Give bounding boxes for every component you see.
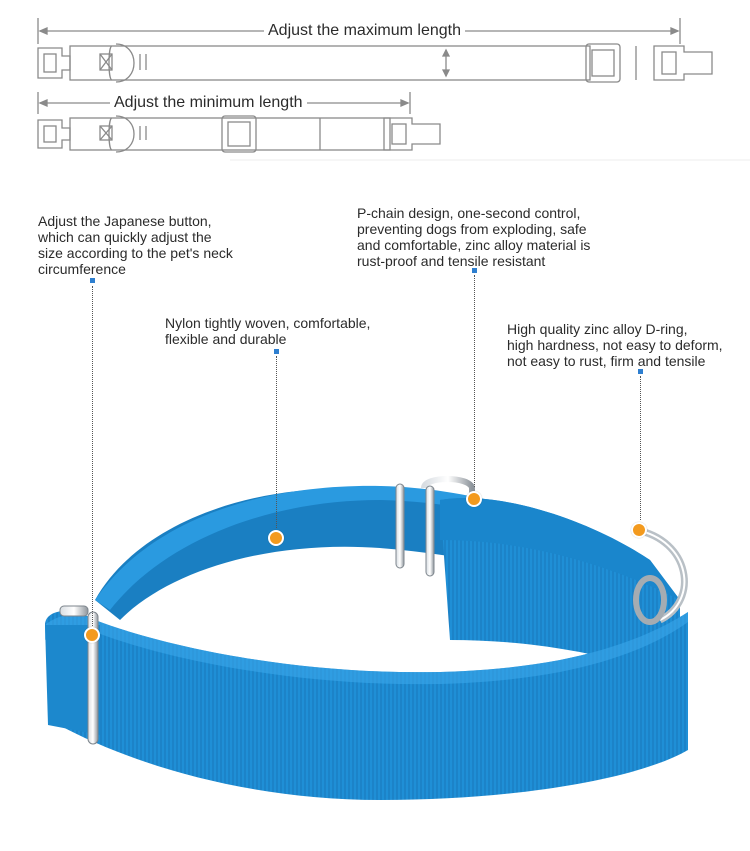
leader-line [640,376,641,520]
hotspot-dot [268,530,284,546]
min-length-label: Adjust the minimum length [110,94,307,112]
callout-marker [90,278,95,283]
callout-d-ring: High quality zinc alloy D-ring, high har… [507,321,723,369]
callout-marker [274,349,279,354]
leader-line [92,286,93,626]
callout-marker [638,369,643,374]
hotspot-dot [466,491,482,507]
leader-line [474,275,475,487]
max-length-label: Adjust the maximum length [264,22,465,40]
callout-japanese-button: Adjust the Japanese button, which can qu… [38,213,233,277]
leader-line [276,356,277,528]
hotspot-dot [84,627,100,643]
hotspot-dot [631,522,647,538]
callout-p-chain: P-chain design, one-second control, prev… [357,205,591,269]
callout-marker [472,268,477,273]
callout-nylon: Nylon tightly woven, comfortable, flexib… [165,315,371,347]
